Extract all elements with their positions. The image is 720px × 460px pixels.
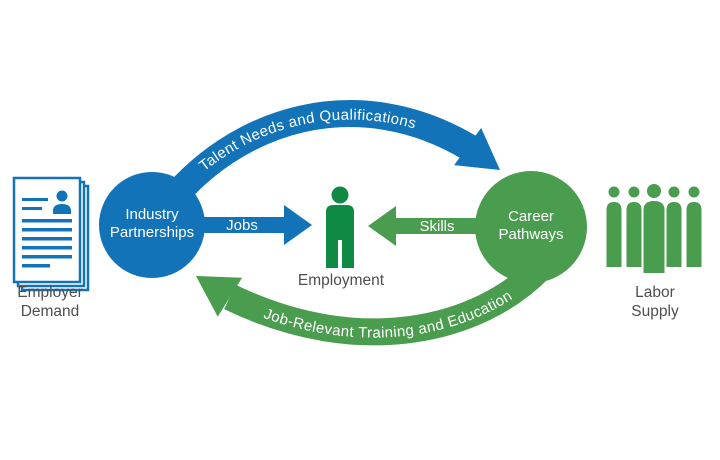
employer-demand-node: Employer Demand xyxy=(12,176,90,320)
skills-arrow-label: Skills xyxy=(419,218,454,235)
industry-partnerships-label-line2: Partnerships xyxy=(110,224,194,241)
employment-node: Employment xyxy=(298,186,385,289)
top-arrow-head-icon xyxy=(454,127,500,170)
employer-demand-label-line2: Demand xyxy=(21,303,80,320)
person-icon xyxy=(326,186,354,268)
jobs-arrow-label: Jobs xyxy=(226,217,258,234)
top-curved-arrow xyxy=(151,100,500,221)
bottom-arrow-head-icon xyxy=(196,276,243,317)
career-pathways-label-line2: Pathways xyxy=(498,226,563,243)
people-group-icon xyxy=(604,182,704,275)
person-figure xyxy=(641,182,667,275)
person-figure xyxy=(604,184,624,269)
person-figure xyxy=(684,184,704,269)
skills-arrow-shaft xyxy=(396,218,480,234)
skills-arrow xyxy=(368,206,480,246)
industry-partnerships-circle xyxy=(99,172,205,278)
skills-arrow-head-icon xyxy=(368,206,396,246)
employment-label: Employment xyxy=(298,272,385,289)
bottom-arrow-band xyxy=(224,258,550,346)
industry-partnerships-node: Industry Partnerships xyxy=(99,172,205,278)
person-figure xyxy=(664,184,684,269)
labor-supply-node: Labor Supply xyxy=(604,182,704,320)
bottom-curved-arrow xyxy=(196,258,550,346)
top-arrow-band xyxy=(151,100,477,221)
career-pathways-circle xyxy=(475,171,587,283)
employer-demand-label-line1: Employer xyxy=(17,284,82,301)
career-pathways-node: Career Pathways xyxy=(475,171,587,283)
career-pathways-label-line1: Career xyxy=(508,208,554,225)
person-figure xyxy=(624,184,644,269)
jobs-arrow-head-icon xyxy=(284,205,312,245)
industry-partnerships-label-line1: Industry xyxy=(125,206,179,223)
labor-supply-label-line2: Supply xyxy=(631,303,679,320)
jobs-arrow xyxy=(196,205,312,245)
resume-document-icon xyxy=(12,176,90,292)
labor-supply-label-line1: Labor xyxy=(635,284,675,301)
jobs-arrow-shaft xyxy=(196,217,284,233)
